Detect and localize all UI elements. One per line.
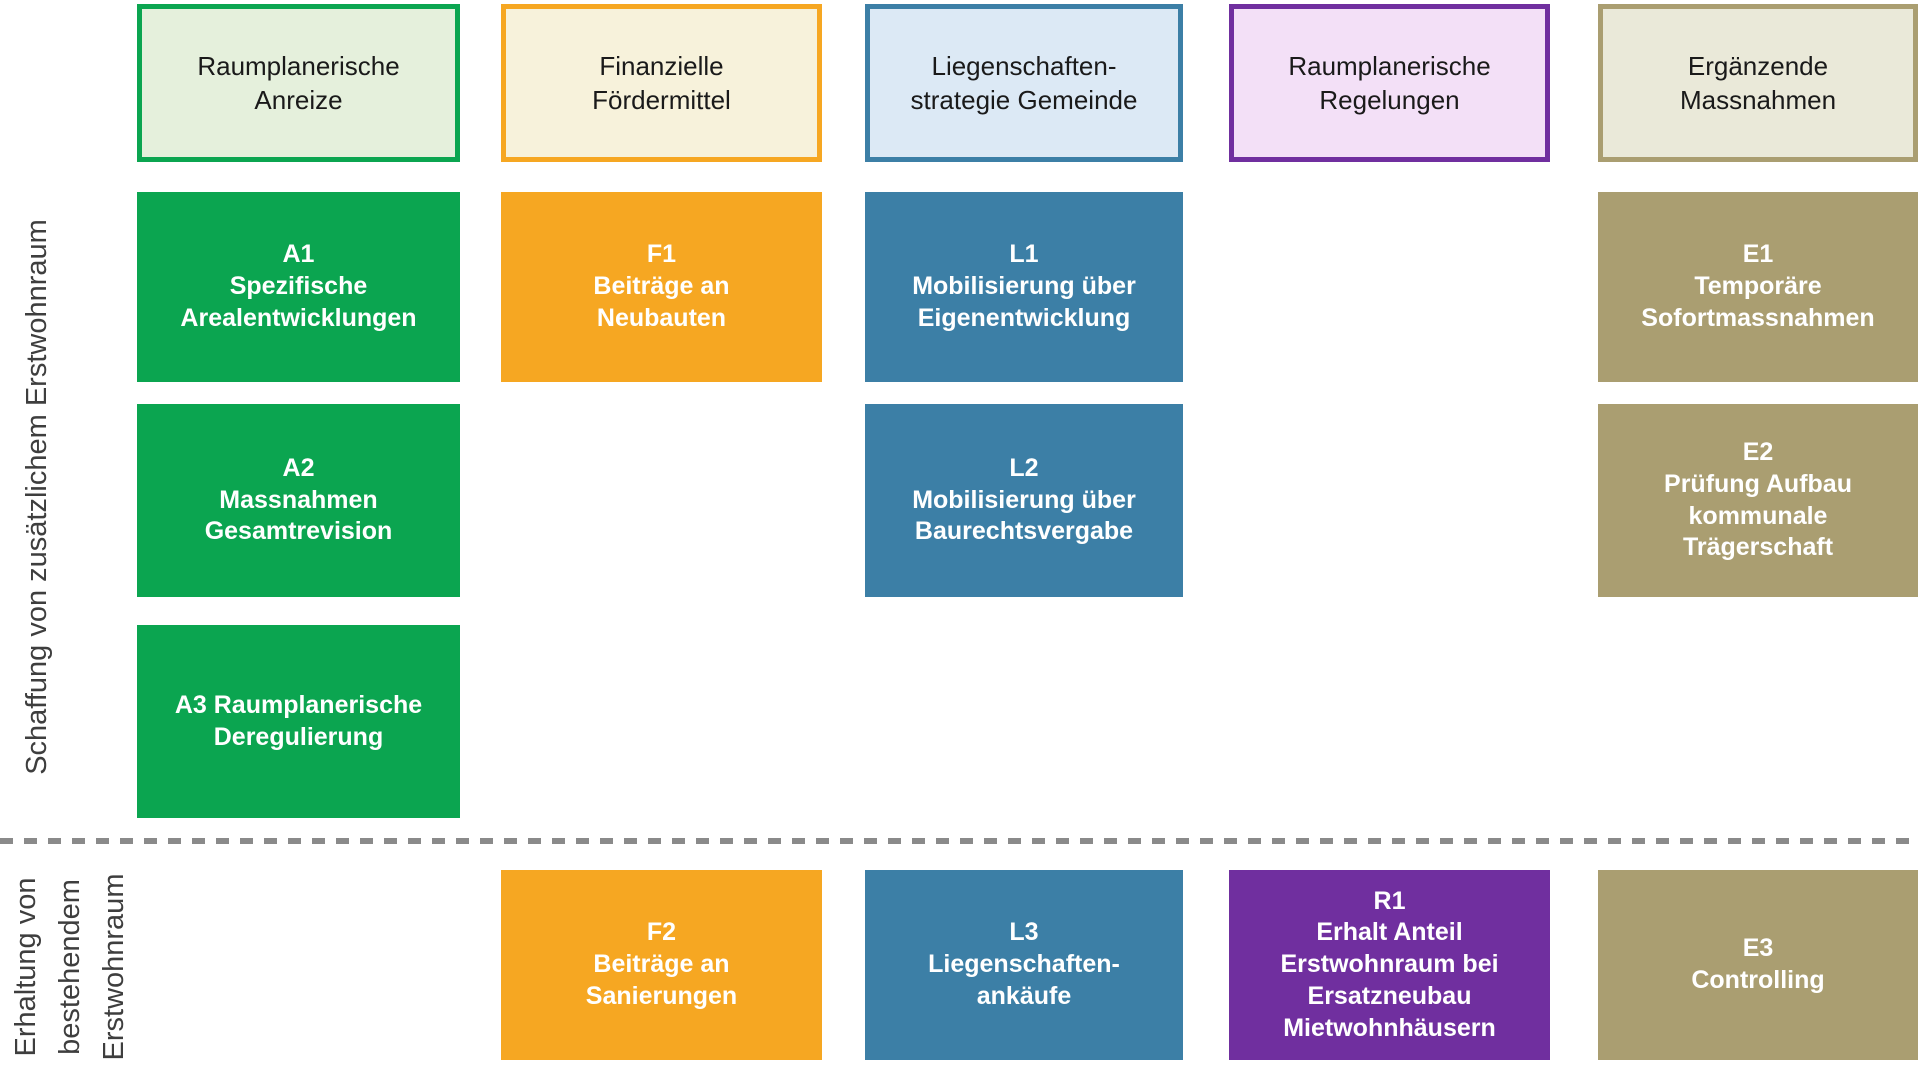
measure-box-e1: E1 Temporäre Sofortmassnahmen <box>1598 192 1918 382</box>
column-header-finanzielle-foerdermittel: Finanzielle Fördermittel <box>501 4 822 162</box>
column-header-raumplanerische-anreize: Raumplanerische Anreize <box>137 4 460 162</box>
row-group-label-schaffung: Schaffung von zusätzlichem Erstwohnraum <box>21 219 53 775</box>
measure-box-e2: E2 Prüfung Aufbau kommunale Trägerschaft <box>1598 404 1918 597</box>
measure-box-l2: L2 Mobilisierung über Baurechtsvergabe <box>865 404 1183 597</box>
row-group-label-erhaltung: Erhaltung von bestehendem Erstwohnraum <box>10 873 130 1061</box>
measure-box-a1: A1 Spezifische Arealentwicklungen <box>137 192 460 382</box>
row-group-divider <box>0 838 1920 844</box>
measure-box-f2: F2 Beiträge an Sanierungen <box>501 870 822 1060</box>
column-header-ergaenzende-massnahmen: Ergänzende Massnahmen <box>1598 4 1918 162</box>
column-header-raumplanerische-regelungen: Raumplanerische Regelungen <box>1229 4 1550 162</box>
measure-box-e3: E3 Controlling <box>1598 870 1918 1060</box>
measure-box-a2: A2 Massnahmen Gesamtrevision <box>137 404 460 597</box>
column-header-liegenschaftenstrategie: Liegenschaften- strategie Gemeinde <box>865 4 1183 162</box>
measure-box-r1: R1 Erhalt Anteil Erstwohnraum bei Ersatz… <box>1229 870 1550 1060</box>
measure-box-l1: L1 Mobilisierung über Eigenentwicklung <box>865 192 1183 382</box>
measure-box-a3: A3 Raumplanerische Deregulierung <box>137 625 460 818</box>
measure-box-f1: F1 Beiträge an Neubauten <box>501 192 822 382</box>
measure-box-l3: L3 Liegenschaften- ankäufe <box>865 870 1183 1060</box>
